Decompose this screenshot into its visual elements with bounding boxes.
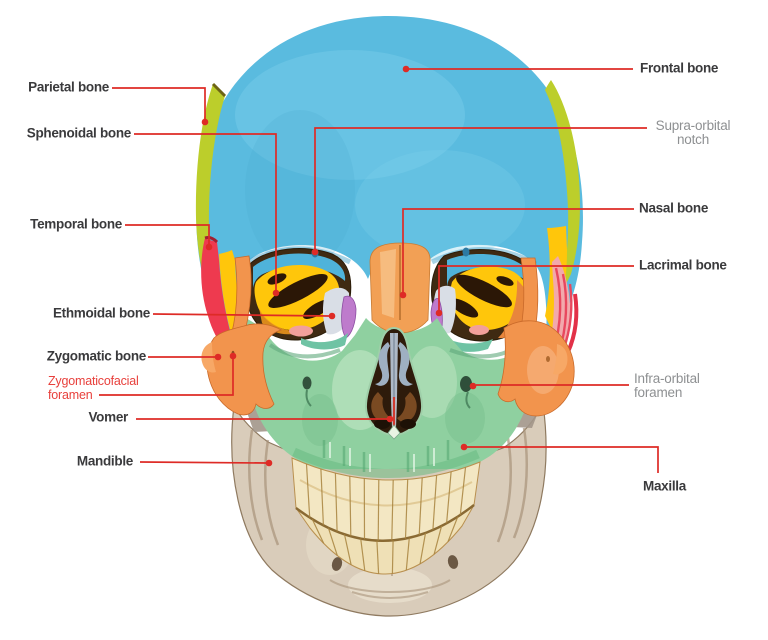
label-line: Zygomaticofacial: [48, 374, 139, 388]
upper-teeth-separators: [305, 463, 467, 541]
leader-zygomatic: [148, 353, 222, 361]
label-line: notch: [676, 132, 710, 147]
tooth-separator: [391, 479, 394, 541]
mental-foramen-left: [331, 557, 343, 571]
label-sphenoidal-bone: Sphenoidal bone: [26, 125, 132, 141]
label-line: foramen: [48, 388, 93, 402]
nasal-aperture: [364, 326, 424, 440]
frontal-bone-shape: [196, 16, 583, 342]
leader-supraorbital: [311, 127, 647, 256]
label-parietal-bone: Parietal bone: [28, 79, 109, 95]
label-line: Infra-orbital: [634, 371, 700, 386]
label-zygomatic-bone: Zygomatic bone: [46, 348, 147, 364]
leader-maxilla: [460, 443, 659, 473]
teeth: [291, 457, 481, 575]
leader-vomer: [136, 415, 394, 423]
tooth-separator: [320, 468, 324, 526]
label-line: Supra-orbital: [655, 118, 731, 133]
tooth-separator: [376, 540, 380, 574]
leader-parietal: [112, 87, 209, 126]
tooth-separator: [432, 475, 438, 531]
zygomatic-bone-shape: [201, 255, 575, 417]
leader-nasal: [399, 208, 634, 299]
leader-mandible: [139, 459, 273, 467]
infraorbital-foramen-left: [302, 376, 312, 390]
tooth-separator: [305, 463, 311, 518]
label-mandible: Mandible: [76, 453, 133, 469]
tooth-separator: [459, 467, 467, 516]
tooth-separator: [377, 479, 380, 541]
tooth-separator: [360, 538, 366, 571]
tooth-separator: [334, 473, 338, 532]
ethmoid-orbit-left: [341, 295, 357, 339]
infraorbital-foramen-right: [460, 376, 472, 392]
tooth-separator: [311, 518, 325, 544]
leader-frontal: [402, 65, 633, 73]
leader-temporal: [125, 224, 213, 251]
leader-lines: [99, 65, 659, 473]
label-vomer: Vomer: [88, 409, 128, 425]
label-temporal-bone: Temporal bone: [30, 216, 122, 232]
supraorbital-notch-mark-right: [462, 247, 470, 257]
tooth-separator: [349, 476, 352, 537]
tooth-separator: [446, 471, 452, 524]
lower-teeth-separators: [311, 516, 459, 574]
tooth-separator: [433, 525, 443, 555]
tooth-separator: [447, 516, 459, 542]
tooth-separator: [391, 540, 394, 574]
label-line: foramen: [634, 385, 683, 400]
tooth-separator: [418, 477, 423, 536]
tooth-separator: [404, 479, 409, 539]
label-infraorbital-foramen: Infra-orbital foramen: [634, 372, 700, 400]
anterior-nasal-spine: [387, 424, 401, 440]
leader-zygomaticofacial: [99, 352, 237, 396]
tooth-separator: [343, 534, 352, 565]
mental-foramen-right: [447, 555, 459, 569]
tooth-separator: [405, 537, 410, 571]
nasal-bone-shape: [369, 242, 431, 334]
label-nasal-bone: Nasal bone: [639, 200, 709, 216]
temporal-bone-shape: [201, 226, 579, 372]
tooth-separator: [419, 532, 427, 564]
tooth-separator: [327, 527, 338, 556]
leader-lacrimal: [435, 265, 634, 317]
label-supraorbital-notch: Supra-orbital notch: [650, 119, 736, 147]
occlusal-line: [295, 504, 475, 542]
label-ethmoidal-bone: Ethmoidal bone: [52, 305, 150, 321]
leader-ethmoidal: [152, 312, 336, 320]
leader-infraorbital: [469, 382, 629, 390]
leader-sphenoidal: [134, 133, 280, 297]
label-lacrimal-bone: Lacrimal bone: [639, 257, 727, 273]
label-zygomaticofacial-foramen: Zygomaticofacial foramen: [48, 374, 139, 402]
label-frontal-bone: Frontal bone: [640, 60, 719, 76]
label-maxilla: Maxilla: [643, 478, 686, 494]
